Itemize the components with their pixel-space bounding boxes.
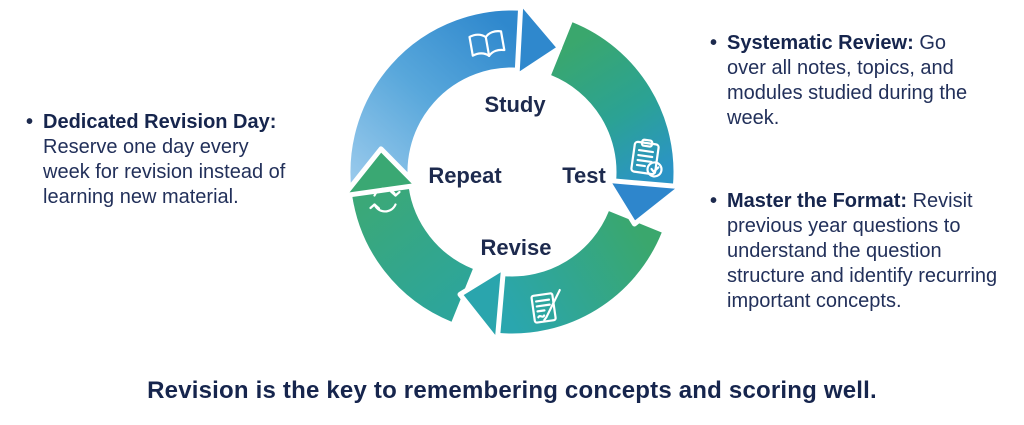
repeat-arc-segment [352, 185, 474, 322]
step-label-test: Test [562, 163, 606, 188]
cycle-svg: Study Test Revise Repeat [341, 0, 684, 344]
study-arrowhead [514, 0, 563, 79]
bullet-title: Dedicated Revision Day: [43, 111, 277, 133]
bullet-text: Dedicated Revision Day: Reserve one day … [43, 110, 295, 210]
bullet-title: Master the Format: [727, 190, 908, 212]
bullet-body: Revisit previous year questions to under… [727, 190, 998, 312]
bullet-marker: • [710, 190, 718, 212]
bullet-marker: • [26, 111, 34, 133]
bullet-title: Systematic Review: [727, 32, 914, 54]
right-bullet-master-the-format: • Master the Format: Revisit previous ye… [710, 189, 1012, 314]
bullet-body: Go over all notes, topics, and modules s… [727, 32, 968, 129]
cycle-refresh-icon [369, 187, 401, 213]
right-bullet-systematic-review: • Systematic Review: Go over all notes, … [710, 31, 995, 131]
left-bullet-dedicated-revision-day: • Dedicated Revision Day: Reserve one da… [26, 110, 298, 210]
bullet-text: Systematic Review: Go over all notes, to… [727, 31, 989, 131]
bullet-body: Reserve one day every week for revision … [43, 136, 286, 208]
revise-arc-segment [497, 210, 662, 334]
test-arrowhead [605, 177, 684, 227]
document-pen-icon [530, 288, 561, 324]
open-book-icon [468, 30, 506, 57]
bullet-marker: • [710, 32, 718, 54]
revise-arrowhead [457, 265, 507, 344]
caption: Revision is the key to remembering conce… [147, 377, 877, 404]
clipboard-check-icon [630, 138, 663, 178]
step-label-revise: Revise [481, 235, 552, 260]
step-label-repeat: Repeat [428, 163, 502, 188]
bullet-text: Master the Format: Revisit previous year… [727, 189, 1011, 314]
step-label-study: Study [484, 92, 546, 117]
study-cycle-diagram: Study Test Revise Repeat [341, 0, 684, 344]
